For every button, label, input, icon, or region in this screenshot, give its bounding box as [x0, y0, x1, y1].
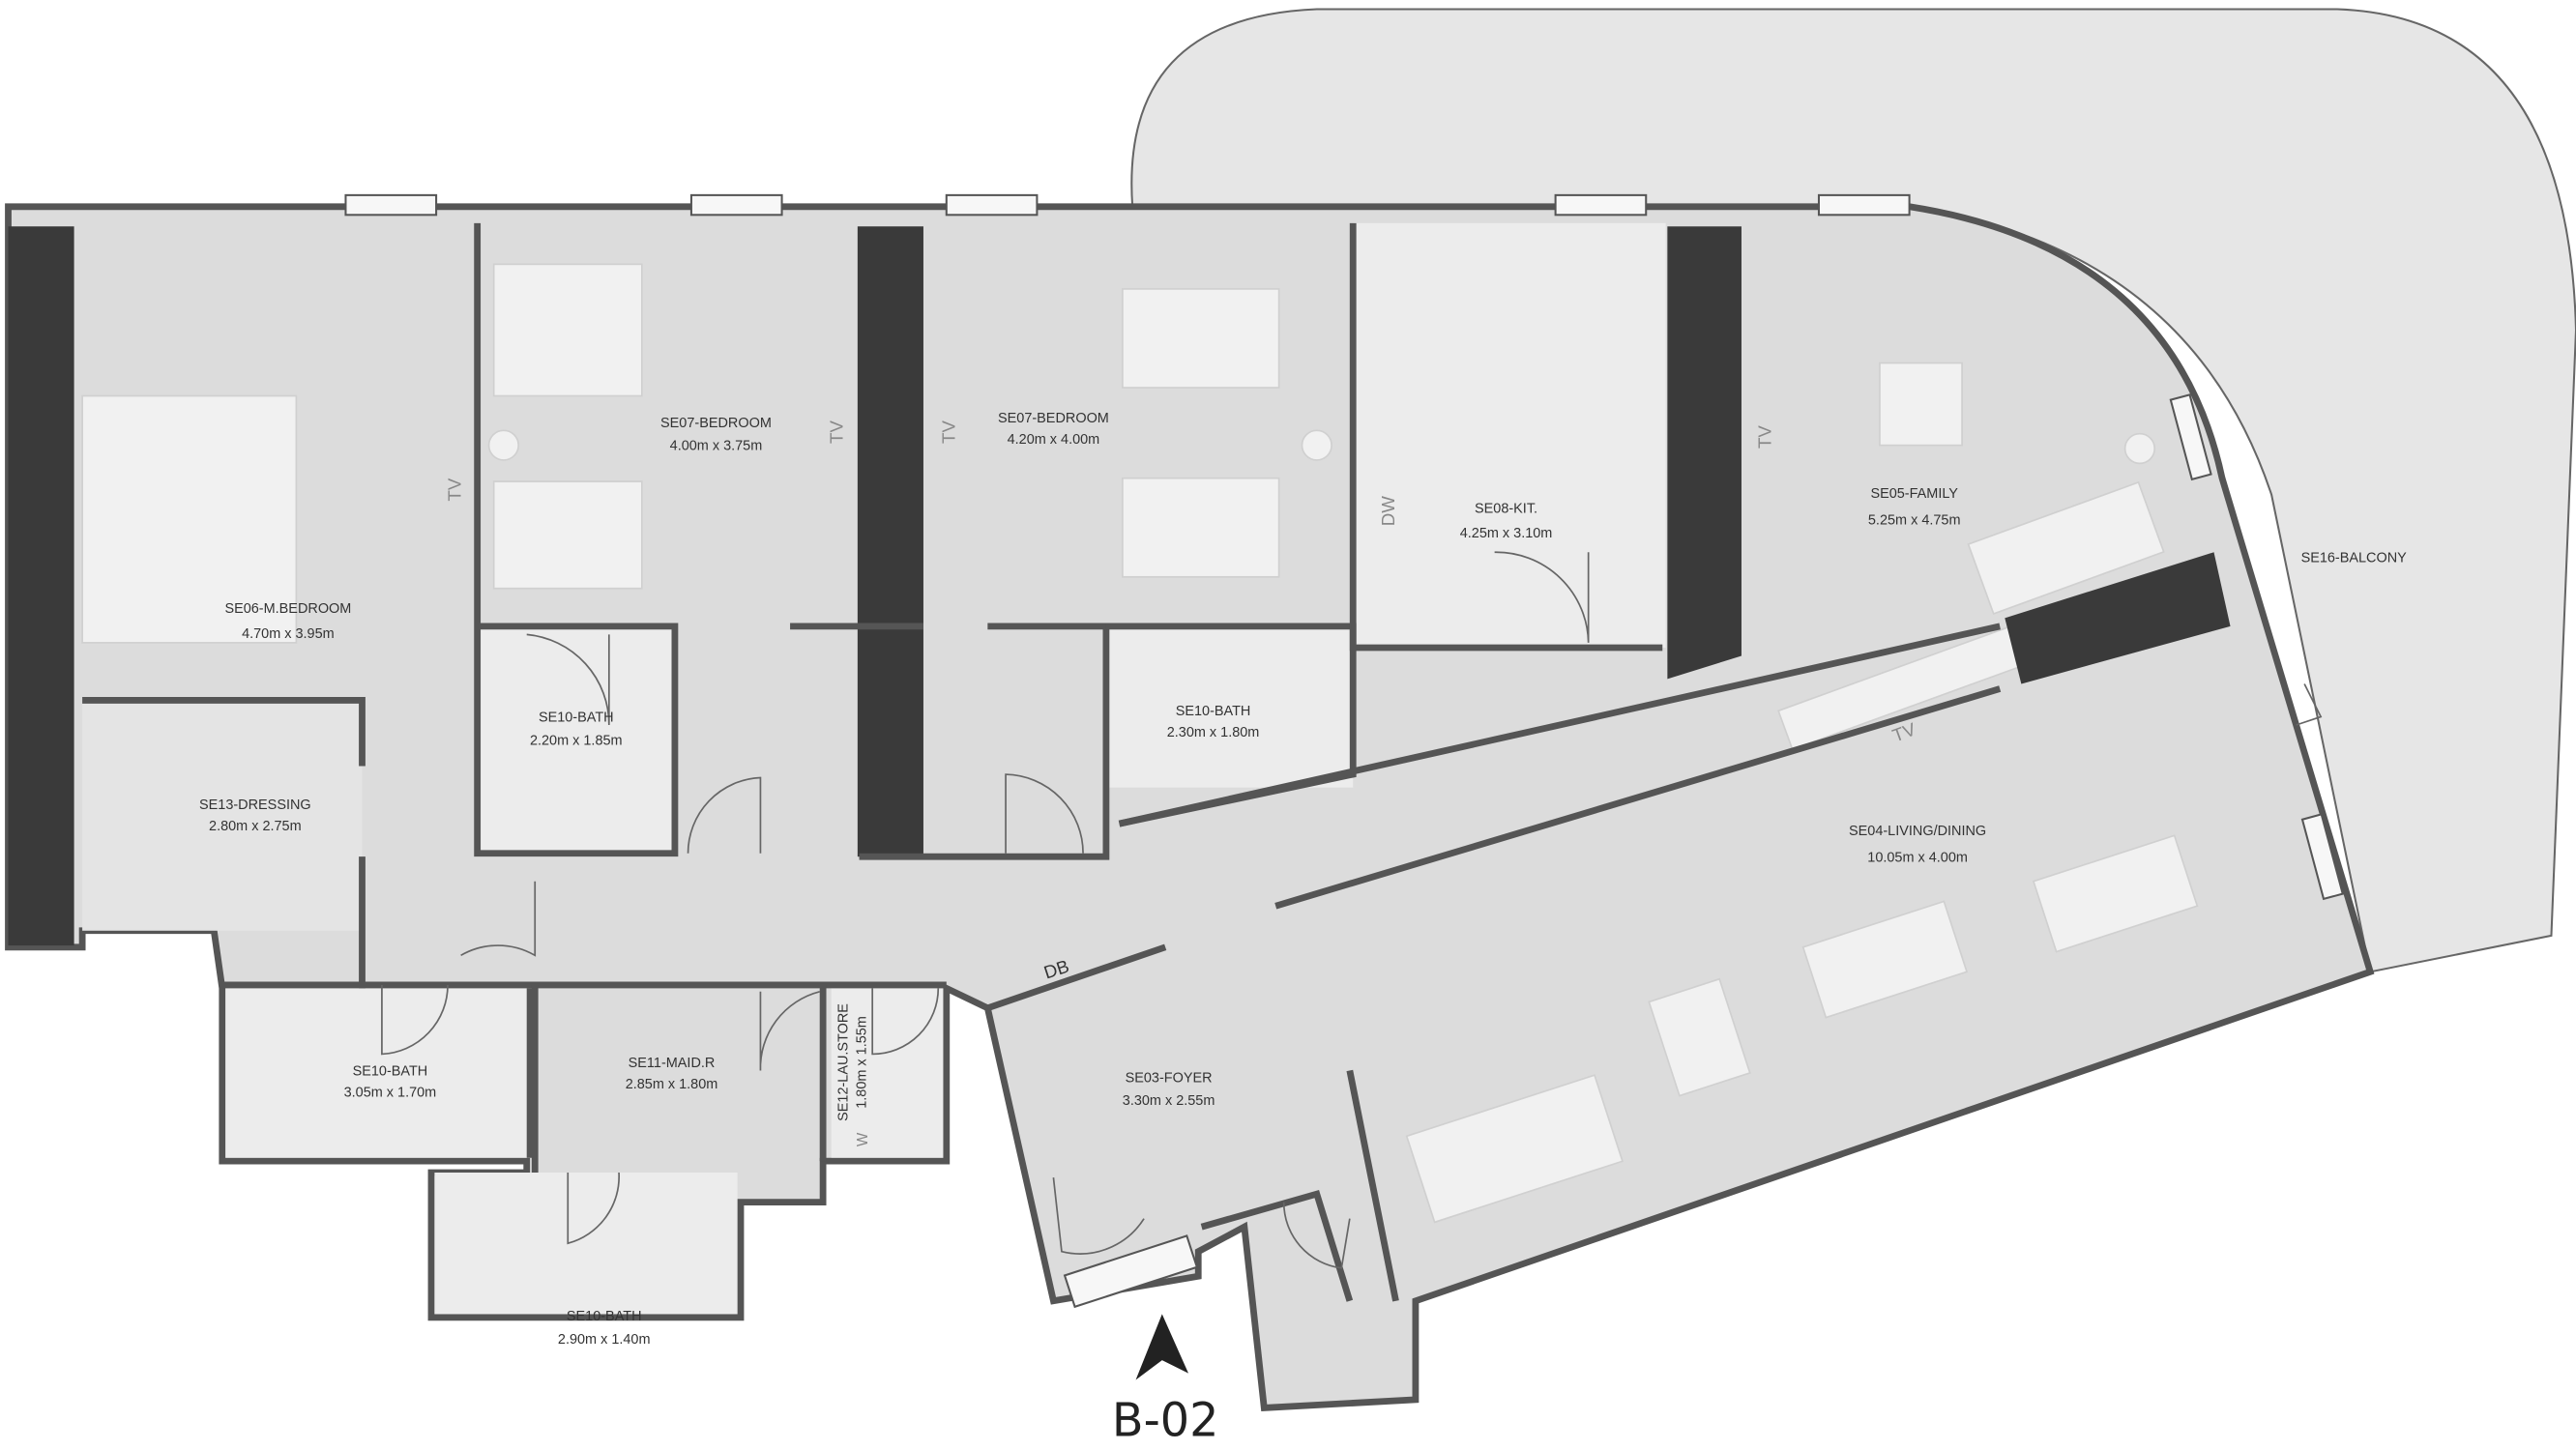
room-name: SE06-M.BEDROOM [224, 601, 351, 617]
structural-columns [8, 226, 2231, 946]
room-size: 4.00m x 3.75m [670, 439, 763, 454]
balcony-area [1130, 8, 2576, 973]
entry-arrow-icon [1135, 1314, 1189, 1380]
tv-label: TV [445, 478, 465, 501]
room-size: 10.05m x 4.00m [1867, 850, 1968, 865]
room-name: SE12-LAU.STORE [836, 1003, 852, 1121]
room-size: 5.25m x 4.75m [1868, 512, 1961, 528]
unit-marker: B-02 [1112, 1394, 1219, 1447]
bath-3-floor [225, 988, 531, 1158]
room-size: 2.20m x 1.85m [530, 733, 623, 748]
room-name: SE05-FAMILY [1870, 486, 1958, 502]
room-name: SE07-BEDROOM [660, 416, 772, 431]
room-size: 2.90m x 1.40m [558, 1332, 651, 1348]
room-size: 2.30m x 1.80m [1167, 725, 1260, 740]
room-size: 4.70m x 3.95m [242, 626, 335, 642]
washer-label: W [855, 1132, 871, 1146]
tv-label: TV [827, 420, 847, 444]
room-name: SE07-BEDROOM [998, 411, 1109, 426]
room-name: SE04-LIVING/DINING [1849, 824, 1986, 839]
bath-2-floor [1105, 625, 1354, 788]
room-size: 2.80m x 2.75m [209, 819, 302, 834]
room-name: SE10-BATH [353, 1064, 428, 1080]
room-size: 1.80m x 1.55m [854, 1016, 869, 1109]
room-labels: SE06-M.BEDROOM 4.70m x 3.95m SE07-BEDROO… [199, 411, 2407, 1348]
room-name: SE10-BATH [539, 710, 614, 726]
dishwasher-label: DW [1378, 496, 1398, 527]
kitchen-floor [1353, 222, 1666, 648]
furniture [81, 263, 2199, 1224]
tv-label: TV [1755, 425, 1775, 449]
room-size: 4.20m x 4.00m [1008, 432, 1100, 448]
room-name: SE16-BALCONY [2301, 550, 2408, 566]
room-size: 3.30m x 2.55m [1123, 1093, 1215, 1109]
room-name: SE13-DRESSING [199, 798, 311, 813]
windows [344, 193, 2344, 1309]
bath-1-floor [481, 625, 675, 854]
room-name: SE10-BATH [1176, 704, 1251, 719]
dressing-floor [82, 700, 363, 931]
room-name: SE10-BATH [567, 1309, 642, 1324]
doors [381, 551, 2323, 1269]
laundry-floor [831, 988, 944, 1158]
room-name: SE11-MAID.R [629, 1056, 716, 1071]
room-name: SE03-FOYER [1126, 1070, 1213, 1086]
room-size: 4.25m x 3.10m [1460, 526, 1553, 541]
room-name: SE08-KIT. [1475, 501, 1537, 516]
bath-4-floor [434, 1173, 738, 1315]
interior-walls [82, 222, 2002, 1302]
room-size: 2.85m x 1.80m [626, 1077, 718, 1092]
room-size: 3.05m x 1.70m [344, 1086, 437, 1101]
tv-label: TV [938, 420, 958, 444]
